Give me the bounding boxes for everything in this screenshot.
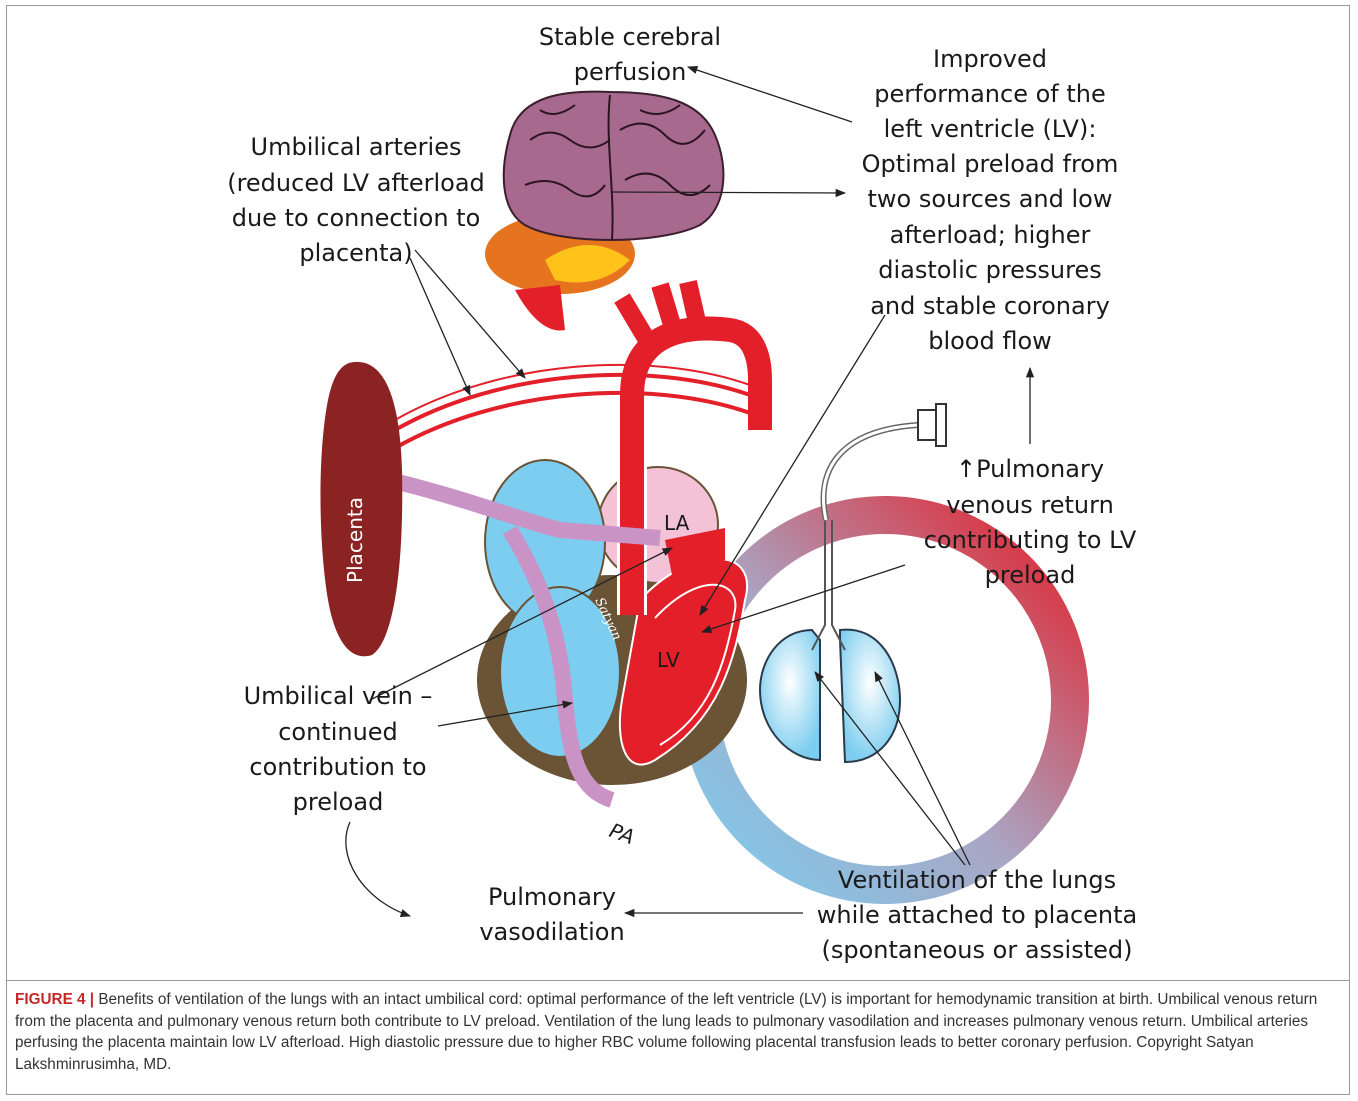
svg-text:Ventilation of the lungs: Ventilation of the lungs [838,866,1116,894]
umbilical-arteries [395,365,750,448]
lv-label: LV [657,648,680,672]
lungs [760,404,946,762]
svg-text:venous return: venous return [946,491,1114,519]
svg-text:two sources and low: two sources and low [868,185,1113,213]
svg-text:preload: preload [985,561,1076,589]
svg-text:left ventricle (LV):: left ventricle (LV): [884,115,1097,143]
placenta-label: Placenta [343,497,367,583]
label-umbilical-arteries: Umbilical arteries (reduced LV afterload… [227,133,485,267]
cerebrum [504,92,724,240]
la-label: LA [664,511,690,535]
label-umbilical-vein: Umbilical vein – continued contribution … [244,682,433,816]
figure-caption: FIGURE 4 | Benefits of ventilation of th… [15,989,1343,1075]
tube-connector [918,410,936,440]
svg-text:performance of the: performance of the [874,80,1105,108]
svg-text:Optimal preload from: Optimal preload from [862,150,1119,178]
svg-text:and stable coronary: and stable coronary [870,292,1110,320]
pa-label: PA [606,818,637,849]
svg-text:placenta): placenta) [299,239,412,267]
label-lv-performance: Improved performance of the left ventric… [862,45,1119,355]
svg-text:Pulmonary: Pulmonary [488,883,616,911]
label-cerebral: Stable cerebral perfusion [539,23,721,86]
svg-text:Umbilical arteries: Umbilical arteries [251,133,462,161]
svg-text:contribution to: contribution to [249,753,426,781]
svg-text:continued: continued [278,718,398,746]
right-lung [760,630,820,760]
svg-text:(spontaneous or assisted): (spontaneous or assisted) [822,936,1133,964]
svg-text:vasodilation: vasodilation [479,918,624,946]
svg-text:perfusion: perfusion [574,58,687,86]
fetal-circulation-diagram: Stable cerebral perfusion Improved perfo… [0,0,1358,980]
svg-text:contributing to LV: contributing to LV [924,526,1137,554]
svg-text:diastolic pressures: diastolic pressures [878,256,1102,284]
svg-text:↑Pulmonary: ↑Pulmonary [956,455,1104,483]
svg-text:preload: preload [293,788,384,816]
svg-text:Stable cerebral: Stable cerebral [539,23,721,51]
svg-text:Umbilical vein –: Umbilical vein – [244,682,433,710]
svg-text:(reduced LV afterload: (reduced LV afterload [227,169,485,197]
label-pulmonary-vasodilation: Pulmonary vasodilation [479,883,624,946]
svg-text:blood flow: blood flow [928,327,1052,355]
caption-divider [6,980,1350,981]
label-ventilation: Ventilation of the lungs while attached … [817,866,1137,964]
svg-text:Improved: Improved [933,45,1047,73]
svg-text:afterload; higher: afterload; higher [890,221,1091,249]
caption-text: Benefits of ventilation of the lungs wit… [15,991,1317,1073]
svg-text:while attached to placenta: while attached to placenta [817,901,1137,929]
figure-label: FIGURE 4 | [15,991,94,1008]
svg-text:due to connection to: due to connection to [232,204,481,232]
